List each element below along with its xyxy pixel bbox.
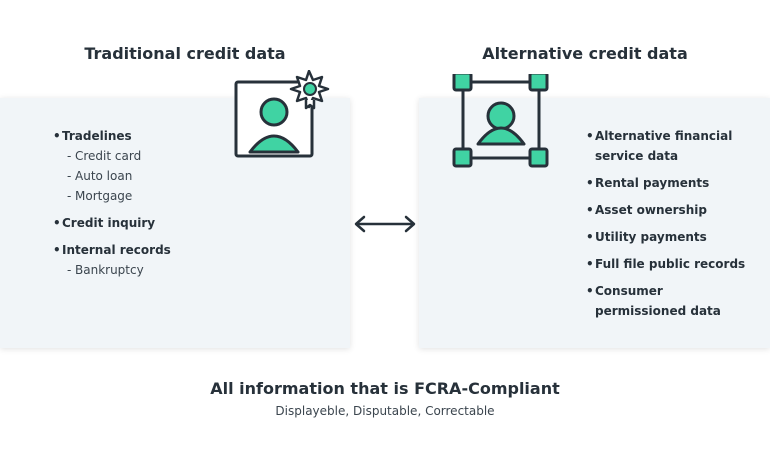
- list-item: Asset ownership: [586, 200, 746, 220]
- sub-list: Bankruptcy: [62, 260, 171, 280]
- list-item: Consumer permissioned data: [586, 281, 746, 321]
- traditional-heading: Traditional credit data: [84, 44, 286, 63]
- certified-person-icon: [234, 70, 330, 158]
- footer-title: All information that is FCRA-Compliant: [210, 379, 560, 398]
- sub-item: Mortgage: [67, 186, 171, 206]
- alternative-panel: Alternative financial service data Renta…: [419, 98, 770, 348]
- selected-person-icon: [452, 74, 549, 168]
- sub-item: Bankruptcy: [67, 260, 171, 280]
- double-arrow-icon: [354, 215, 416, 233]
- list-item: Full file public records: [586, 254, 746, 274]
- list-item: Credit inquiry: [53, 213, 171, 233]
- list-item: Rental payments: [586, 173, 746, 193]
- item-label: Credit inquiry: [62, 216, 156, 230]
- alternative-list: Alternative financial service data Renta…: [586, 126, 746, 328]
- item-label: Internal records: [62, 243, 171, 257]
- sub-item: Credit card: [67, 146, 171, 166]
- list-item: Internal records Bankruptcy: [53, 240, 171, 280]
- alternative-heading: Alternative credit data: [482, 44, 688, 63]
- sub-list: Credit card Auto loan Mortgage: [62, 146, 171, 206]
- item-label: Tradelines: [62, 129, 132, 143]
- list-item: Utility payments: [586, 227, 746, 247]
- footer-subtitle: Displayeble, Disputable, Correctable: [275, 404, 495, 418]
- list-item: Alternative financial service data: [586, 126, 746, 166]
- traditional-list: Tradelines Credit card Auto loan Mortgag…: [53, 126, 171, 287]
- sub-item: Auto loan: [67, 166, 171, 186]
- list-item: Tradelines Credit card Auto loan Mortgag…: [53, 126, 171, 206]
